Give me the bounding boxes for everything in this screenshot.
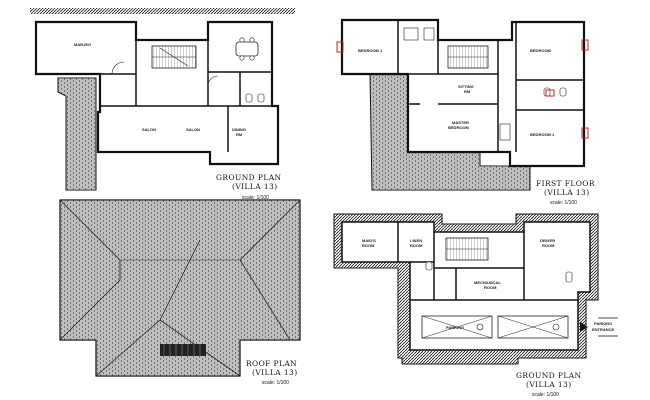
roof-hip-lines <box>59 199 301 377</box>
room-label-sitting-rm: RM <box>464 89 471 94</box>
room-label-parking: PARKING <box>446 325 464 330</box>
parking-bay-1 <box>421 315 493 339</box>
ground-plan-top-left: MARJEO SALON SALON DINING RM GROUND PLAN… <box>30 8 295 201</box>
plan-title-ground-left: GROUND PLAN <box>216 173 282 182</box>
room-label-driver: DRIVER <box>540 238 555 243</box>
room-label-marjeo: MARJEO <box>74 42 91 47</box>
room-label-bedroom-1: BEDROOM 1 <box>358 48 383 53</box>
plan-subtitle-roof: (VILLA 13) <box>252 368 298 377</box>
roof-vent <box>160 344 206 356</box>
room-label-bedroom: BEDROOM <box>530 48 552 53</box>
room-label-maids-room: ROOM <box>362 243 375 248</box>
plan-scale-first-floor: scale: 1/100 <box>550 200 577 206</box>
basement-plan: MAID'S ROOM LINEN ROOM DRIVER ROOM MECHA… <box>333 213 618 398</box>
room-label-parking-entrance-2: ENTRANCE <box>592 327 615 332</box>
plan-subtitle-basement: (VILLA 13) <box>526 380 572 389</box>
room-label-linen-room: ROOM <box>410 243 423 248</box>
plan-title-basement: GROUND PLAN <box>516 371 582 380</box>
room-label-master-bedroom: BEDROOM <box>448 125 470 130</box>
entrance-arrow-head <box>580 322 588 332</box>
room-label-mechanical: MECHANICAL <box>474 280 501 285</box>
parking-bay-2 <box>497 315 569 339</box>
roof-plan: ROOF PLAN (VILLA 13) scale: 1/100 <box>59 199 301 386</box>
room-label-mechanical-room: ROOM <box>484 285 497 290</box>
top-wall-band <box>30 8 295 14</box>
plan-scale-basement: scale: 1/100 <box>532 392 559 398</box>
room-label-dining-rm: RM <box>236 132 243 137</box>
terrace <box>57 77 97 191</box>
room-label-driver-room: ROOM <box>542 243 555 248</box>
room-label-master: MASTER <box>452 120 469 125</box>
entrance-arrow <box>598 317 618 337</box>
plan-scale-ground-left: scale: 1/100 <box>242 195 269 201</box>
room-label-sitting: SITTING <box>458 84 474 89</box>
room-label-salon-1: SALON <box>142 127 156 132</box>
window-marker <box>581 127 589 139</box>
plan-scale-roof: scale: 1/100 <box>262 380 289 386</box>
plan-subtitle-ground-left: (VILLA 13) <box>232 182 278 191</box>
plan-subtitle-first-floor: (VILLA 13) <box>544 188 590 197</box>
dining-table <box>235 41 259 57</box>
internal-walls <box>100 40 272 152</box>
room-label-parking-entrance: PARKING <box>594 321 612 326</box>
room-label-maids: MAID'S <box>362 238 376 243</box>
building-outline <box>34 20 280 166</box>
plan-title-roof: ROOF PLAN <box>246 359 297 368</box>
room-label-salon-2: SALON <box>186 127 200 132</box>
room-label-linen: LINEN <box>410 238 422 243</box>
window-marker <box>545 89 555 97</box>
first-floor-internal-walls <box>397 20 584 152</box>
window-marker <box>581 39 589 51</box>
room-label-dining: DINING <box>232 127 246 132</box>
window-marker <box>336 41 344 53</box>
room-label-bedroom-1b: BEDROOM 1 <box>530 132 555 137</box>
plan-title-first-floor: FIRST FLOOR <box>536 179 595 188</box>
basement-internal-walls <box>397 222 578 301</box>
first-floor-plan: BEDROOM 1 BEDROOM SITTING RM MASTER BEDR… <box>336 18 595 206</box>
